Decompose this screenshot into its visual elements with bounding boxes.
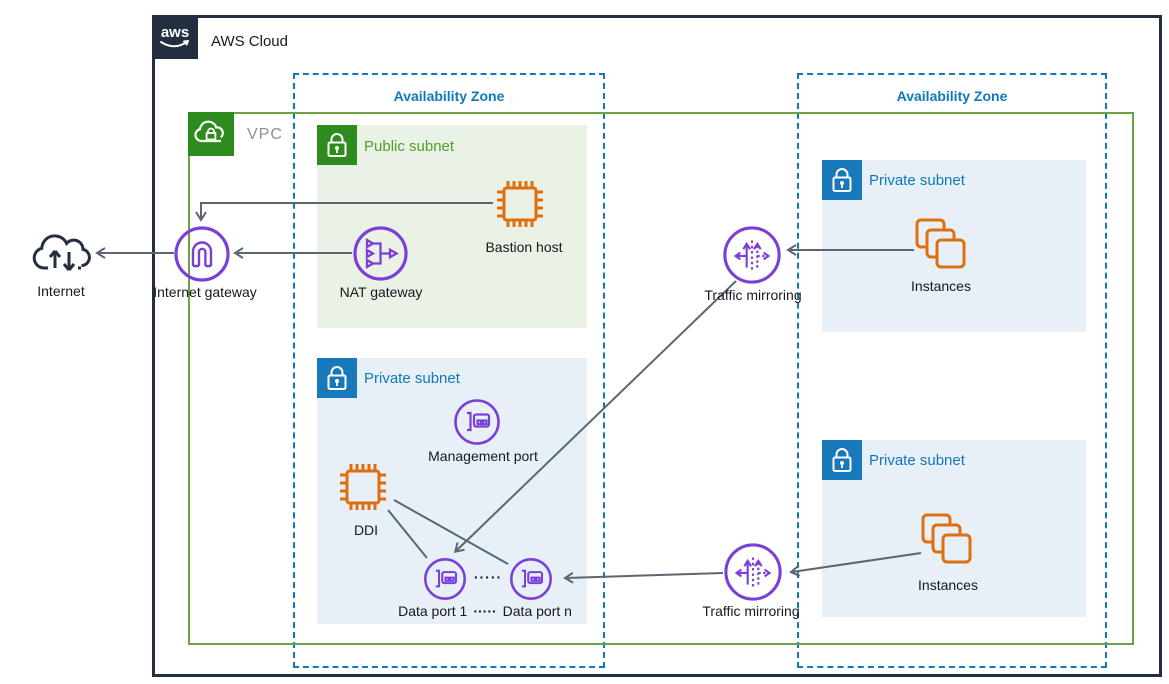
internet-gateway-label: Internet gateway [153,284,257,300]
private-subnet-top-right-lock-icon [822,160,862,200]
private-subnet-mid-label: Private subnet [364,370,460,387]
line-ddi-to-data-port-1 [387,509,428,559]
management-port-icon [454,399,500,445]
management-port-label: Management port [428,448,538,464]
private-subnet-bottom-right-lock-icon [822,440,862,480]
line-bastion-to-internet-gateway [195,202,493,222]
bastion-host-label: Bastion host [485,239,563,255]
nat-gateway-icon [353,226,408,281]
public-subnet-label: Public subnet [364,138,455,155]
data-port-labels: Data port 1 ····· Data port n [398,603,572,619]
availability-zone-2: Availability Zone [797,73,1107,668]
data-port-dots: ····· [473,569,503,585]
data-port-1-label: Data port 1 [398,603,468,619]
traffic-mirroring-top-label: Traffic mirroring [704,287,802,303]
data-port-n-label: Data port n [502,603,572,619]
internet-label: Internet [37,283,85,299]
vpc-icon [188,112,234,156]
private-subnet-bottom-right-label: Private subnet [869,452,965,469]
line-instances-bottom-to-traffic-mirroring-bottom [789,552,922,577]
internet-gateway-icon [174,226,230,282]
vpc-label: VPC [247,126,283,143]
availability-zone-2-label: Availability Zone [896,88,1008,104]
aws-logo-icon: aws [152,15,198,59]
data-port-1-icon [424,558,466,600]
bastion-host-icon [497,181,543,227]
ddi-label: DDI [353,522,379,538]
instances-bottom-label: Instances [918,577,978,593]
aws-cloud-title: AWS Cloud [211,33,288,50]
instances-bottom-icon [921,513,972,564]
internet-cloud-icon [32,234,91,271]
nat-gateway-label: NAT gateway [339,284,423,300]
public-subnet-lock-icon [317,125,357,165]
traffic-mirroring-bottom-icon [724,543,782,601]
availability-zone-1: Availability Zone [293,73,605,668]
line-traffic-mirroring-bottom-to-data-port-n [563,571,724,584]
line-traffic-mirroring-top-to-data-port-1 [453,280,737,554]
traffic-mirroring-top-icon [723,226,781,284]
instances-top-label: Instances [911,278,971,294]
line-ddi-to-data-port-n [393,499,509,565]
public-subnet [317,125,587,328]
private-subnet-mid-lock-icon [317,358,357,398]
vpc-box [188,112,1134,645]
instances-top-icon [915,218,966,269]
data-port-n-icon [510,558,552,600]
aws-cloud-box [152,15,1162,677]
ddi-icon [340,464,386,510]
private-subnet-top-right-label: Private subnet [869,172,965,189]
traffic-mirroring-bottom-label: Traffic mirroring [702,603,800,619]
availability-zone-1-label: Availability Zone [393,88,505,104]
aws-logo-text: aws [161,24,189,41]
data-port-separator-dots: ····· [473,603,497,619]
